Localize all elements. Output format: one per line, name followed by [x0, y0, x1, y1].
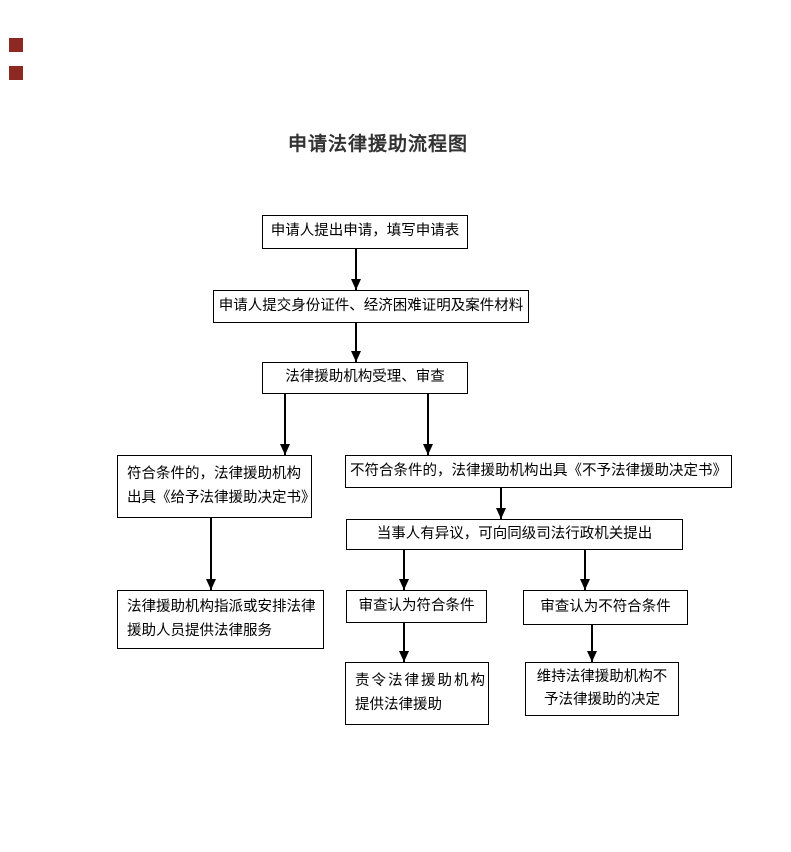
- node-label: 审查认为不符合条件: [540, 598, 671, 615]
- arrow-deny-to-objection: [495, 488, 506, 519]
- node-label: 不符合条件的，法律援助机构出具《不予法律援助决定书》: [350, 462, 727, 479]
- arrow-objection-to-fail: [579, 550, 590, 590]
- flow-node-review-fail: 审查认为不符合条件: [523, 590, 688, 625]
- node-label-line1: 维持法律援助机构不: [536, 668, 668, 685]
- arrowhead-icon: [422, 444, 433, 455]
- flow-node-deny-decision: 不符合条件的，法律援助机构出具《不予法律援助决定书》: [345, 455, 732, 488]
- flow-node-submit-materials: 申请人提交身份证件、经济困难证明及案件材料: [213, 290, 529, 323]
- red-square-marker: [9, 66, 23, 80]
- arrowhead-icon: [279, 444, 290, 455]
- red-square-marker: [9, 38, 23, 52]
- arrow-objection-to-pass: [398, 550, 409, 590]
- arrowhead-icon: [398, 579, 409, 590]
- flow-node-review-pass: 审查认为符合条件: [346, 590, 487, 623]
- node-label-line2: 予法律援助的决定: [544, 692, 660, 708]
- node-label: 申请人提出申请，填写申请表: [270, 223, 460, 240]
- arrowhead-icon: [579, 579, 590, 590]
- flow-node-assign-lawyer: 法律援助机构指派或安排法律 援助人员提供法律服务: [117, 590, 324, 649]
- arrowhead-icon: [350, 279, 361, 290]
- arrow-grant-to-assign: [205, 518, 216, 590]
- node-label-line2: 提供法律援助: [355, 696, 442, 713]
- node-label: 法律援助机构受理、审查: [285, 369, 445, 386]
- node-label: 申请人提交身份证件、经济困难证明及案件材料: [218, 297, 524, 314]
- page-title: 申请法律援助流程图: [287, 134, 468, 155]
- arrowhead-icon: [398, 651, 409, 662]
- arrow-fail-to-uphold: [586, 625, 597, 662]
- node-label-line1: 责令法律援助机构: [355, 673, 487, 690]
- arrow-accept-to-deny: [422, 394, 433, 455]
- node-label-line1: 符合条件的，法律援助机构: [127, 466, 301, 483]
- node-label: 当事人有异议，可向同级司法行政机关提出: [376, 525, 653, 542]
- node-label-line2: 援助人员提供法律服务: [127, 622, 272, 639]
- arrow-submit-to-accept: [350, 323, 361, 362]
- arrow-pass-to-order: [398, 623, 409, 662]
- flow-node-objection: 当事人有异议，可向同级司法行政机关提出: [346, 519, 683, 550]
- arrowhead-icon: [350, 351, 361, 362]
- flow-node-order-aid: 责令法律援助机构 提供法律援助: [345, 662, 489, 725]
- flow-node-uphold-denial: 维持法律援助机构不 予法律援助的决定: [525, 662, 679, 716]
- arrow-accept-to-grant: [279, 394, 290, 455]
- flow-node-grant-decision: 符合条件的，法律援助机构 出具《给予法律援助决定书》: [117, 455, 316, 518]
- arrow-apply-to-submit: [350, 248, 361, 290]
- arrowhead-icon: [495, 508, 506, 519]
- arrowhead-icon: [205, 579, 216, 590]
- node-label-line2: 出具《给予法律援助决定书》: [127, 489, 316, 506]
- flow-node-apply: 申请人提出申请，填写申请表: [262, 215, 468, 249]
- flow-node-accept-review: 法律援助机构受理、审查: [262, 362, 468, 394]
- node-label-line1: 法律援助机构指派或安排法律: [127, 599, 316, 616]
- node-label: 审查认为符合条件: [358, 597, 475, 614]
- arrowhead-icon: [586, 651, 597, 662]
